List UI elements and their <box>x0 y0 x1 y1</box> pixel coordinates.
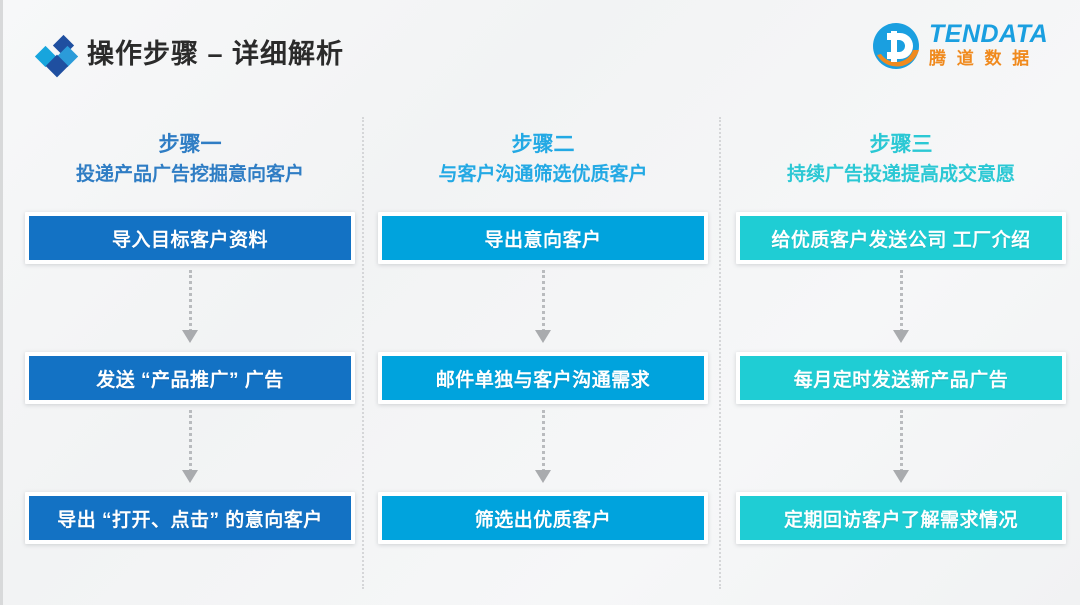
step-column-1-subtitle: 投递产品广告挖掘意向客户 <box>75 164 304 185</box>
step-box-3-3[interactable]: 定期回访客户了解需求情况 <box>736 492 1066 544</box>
step-box-2-1[interactable]: 导出意向客户 <box>378 212 708 264</box>
down-arrow-icon <box>535 470 551 483</box>
step-box-1-1-label: 导入目标客户资料 <box>111 229 268 251</box>
connector-line <box>189 270 192 332</box>
step-box-1-3[interactable]: 导出 “打开、点击” 的意向客户 <box>25 492 355 544</box>
connector-arrow-3-1 <box>736 264 1066 352</box>
step-column-3-title: 步骤三 <box>869 133 933 156</box>
step-box-2-1-label: 导出意向客户 <box>484 229 602 251</box>
connector-arrow-1-1 <box>25 264 355 352</box>
step-column-2-boxes: 导出意向客户 邮件单独与客户沟通需求 筛选出优质客户 <box>378 212 708 544</box>
step-box-1-2[interactable]: 发送 “产品推广” 广告 <box>25 352 355 404</box>
step-column-2-title: 步骤二 <box>511 133 575 156</box>
column-divider-1 <box>362 117 364 589</box>
connector-line <box>542 270 545 332</box>
brand-logo: TENDATA 腾 道 数 据 <box>867 17 1057 79</box>
step-column-1: 步骤一 投递产品广告挖掘意向客户 导入目标客户资料 发送 “产品推广” 广告 导… <box>25 130 355 544</box>
logo-name-en: TENDATA <box>929 20 1049 48</box>
slide-header: 操作步骤 – 详细解析 TENDATA 腾 道 数 据 <box>3 0 1080 100</box>
step-column-3-subtitle: 持续广告投递提高成交意愿 <box>786 164 1015 185</box>
step-column-1-title: 步骤一 <box>158 133 222 156</box>
tendata-d-circle-icon <box>867 19 925 77</box>
connector-arrow-3-2 <box>736 404 1066 492</box>
step-box-3-1[interactable]: 给优质客户发送公司 工厂介绍 <box>736 212 1066 264</box>
connector-line <box>900 410 903 472</box>
step-column-3-boxes: 给优质客户发送公司 工厂介绍 每月定时发送新产品广告 定期回访客户了解需求情况 <box>736 212 1066 544</box>
connector-line <box>900 270 903 332</box>
step-box-3-1-label: 给优质客户发送公司 工厂介绍 <box>771 229 1031 251</box>
down-arrow-icon <box>535 330 551 343</box>
connector-arrow-2-2 <box>378 404 708 492</box>
step-box-1-3-label: 导出 “打开、点击” 的意向客户 <box>57 509 323 531</box>
connector-line <box>542 410 545 472</box>
step-column-2-subtitle: 与客户沟通筛选优质客户 <box>438 164 648 185</box>
column-divider-2 <box>719 117 721 589</box>
down-arrow-icon <box>893 330 909 343</box>
connector-arrow-1-2 <box>25 404 355 492</box>
step-box-3-2-label: 每月定时发送新产品广告 <box>793 369 1009 391</box>
step-box-2-2[interactable]: 邮件单独与客户沟通需求 <box>378 352 708 404</box>
step-box-2-3-label: 筛选出优质客户 <box>474 509 612 531</box>
diamond-cluster-icon <box>34 34 79 78</box>
down-arrow-icon <box>893 470 909 483</box>
step-column-1-boxes: 导入目标客户资料 发送 “产品推广” 广告 导出 “打开、点击” 的意向客户 <box>25 212 355 544</box>
connector-line <box>189 410 192 472</box>
step-box-1-1[interactable]: 导入目标客户资料 <box>25 212 355 264</box>
step-box-3-2[interactable]: 每月定时发送新产品广告 <box>736 352 1066 404</box>
connector-arrow-2-1 <box>378 264 708 352</box>
logo-name-cn: 腾 道 数 据 <box>929 49 1033 68</box>
down-arrow-icon <box>182 330 198 343</box>
brand-logo-text: TENDATA 腾 道 数 据 <box>929 21 1057 75</box>
page-title: 操作步骤 – 详细解析 <box>87 39 345 69</box>
step-box-2-2-label: 邮件单独与客户沟通需求 <box>435 369 651 391</box>
step-box-2-3[interactable]: 筛选出优质客户 <box>378 492 708 544</box>
step-box-3-3-label: 定期回访客户了解需求情况 <box>783 509 1018 531</box>
step-column-2: 步骤二 与客户沟通筛选优质客户 导出意向客户 邮件单独与客户沟通需求 筛选出优质… <box>378 130 708 544</box>
down-arrow-icon <box>182 470 198 483</box>
step-column-3: 步骤三 持续广告投递提高成交意愿 给优质客户发送公司 工厂介绍 每月定时发送新产… <box>736 130 1066 544</box>
step-box-1-2-label: 发送 “产品推广” 广告 <box>96 369 284 391</box>
